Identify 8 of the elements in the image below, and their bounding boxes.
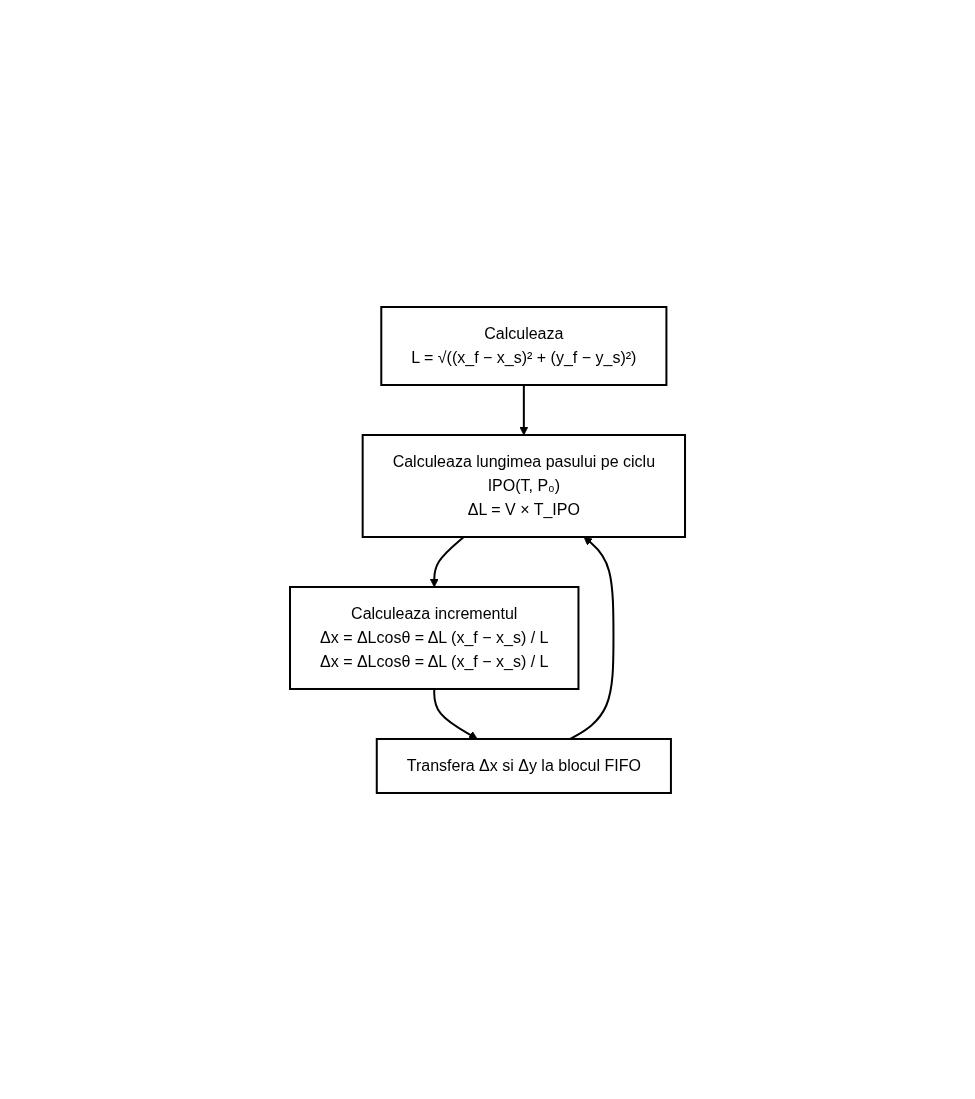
- node-box: Transfera Δx si Δy la blocul FIFO: [375, 737, 672, 794]
- arrow: [429, 535, 465, 587]
- arrow: [433, 687, 478, 739]
- node-box: Calculeaza lungimea pasului pe ciclu IPO(T, P₀) ΔL = V × T_IPO: [361, 433, 686, 538]
- node-box: Calculeaza L = √((x_f − x_s)² + (y_f − y_s)²): [380, 305, 668, 386]
- arrow: [519, 383, 529, 435]
- arrow: [569, 536, 615, 740]
- node-box: Calculeaza incrementul Δx = ΔLcosθ = ΔL (x_f − x_s) / L Δx = ΔLcosθ = ΔL (x_f − x_s) / L: [289, 585, 580, 690]
